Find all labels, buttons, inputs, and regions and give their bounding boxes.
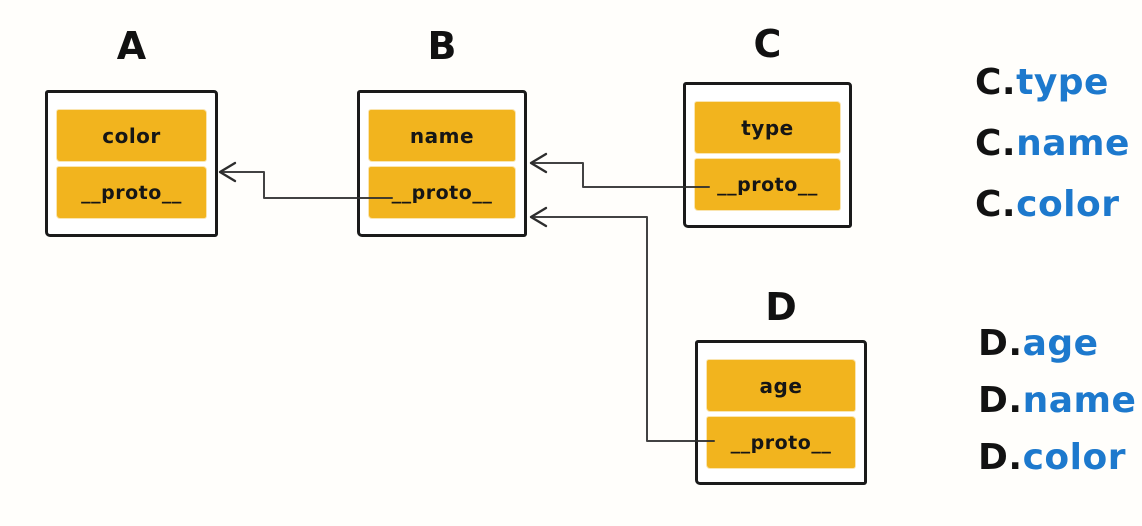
arrowhead-into-b-upper xyxy=(529,152,548,174)
box-label-a: A xyxy=(116,24,147,68)
property-cell-name: name xyxy=(369,110,515,161)
expression-dot: . xyxy=(1008,323,1023,364)
expression-object: D xyxy=(978,323,1009,364)
expression-dot: . xyxy=(1008,380,1023,421)
box-label-d: D xyxy=(765,285,797,329)
property-cell-type: type xyxy=(695,102,840,153)
expression-group-d: D.age D.name D.color xyxy=(978,315,1136,486)
object-box-a: color __proto__ xyxy=(45,90,218,237)
box-label-b: B xyxy=(427,24,457,68)
object-box-c: type __proto__ xyxy=(683,82,852,228)
box-label-c: C xyxy=(753,22,782,66)
arrow-d-proto-to-b xyxy=(533,216,715,442)
expression-object: C xyxy=(975,184,1002,225)
expression-c-name: C.name xyxy=(975,113,1130,174)
expression-object: C xyxy=(975,123,1002,164)
expression-property: color xyxy=(1016,184,1120,225)
expression-group-c: C.type C.name C.color xyxy=(975,52,1130,235)
expression-object: D xyxy=(978,380,1009,421)
expression-property: age xyxy=(1022,323,1099,364)
proto-cell-b: __proto__ xyxy=(369,167,515,218)
expression-dot: . xyxy=(1001,123,1017,164)
arrowhead-into-b-lower xyxy=(529,206,548,228)
expression-d-name: D.name xyxy=(978,372,1136,429)
expression-d-color: D.color xyxy=(978,429,1136,486)
expression-dot: . xyxy=(1001,62,1017,103)
proto-cell-c: __proto__ xyxy=(695,159,840,210)
arrowhead-into-a xyxy=(218,161,237,183)
expression-c-type: C.type xyxy=(975,52,1130,113)
expression-object: C xyxy=(975,62,1002,103)
expression-property: name xyxy=(1016,123,1130,164)
expression-c-color: C.color xyxy=(975,174,1130,235)
expression-object: D xyxy=(978,437,1009,478)
expression-property: type xyxy=(1016,62,1109,103)
proto-cell-a: __proto__ xyxy=(57,167,206,218)
proto-cell-d: __proto__ xyxy=(707,417,855,468)
expression-dot: . xyxy=(1001,184,1017,225)
expression-property: name xyxy=(1022,380,1137,421)
property-cell-age: age xyxy=(707,360,855,411)
expression-property: color xyxy=(1022,437,1126,478)
expression-d-age: D.age xyxy=(978,315,1136,372)
expression-dot: . xyxy=(1008,437,1023,478)
object-box-b: name __proto__ xyxy=(357,90,527,237)
property-cell-color: color xyxy=(57,110,206,161)
object-box-d: age __proto__ xyxy=(695,340,867,485)
